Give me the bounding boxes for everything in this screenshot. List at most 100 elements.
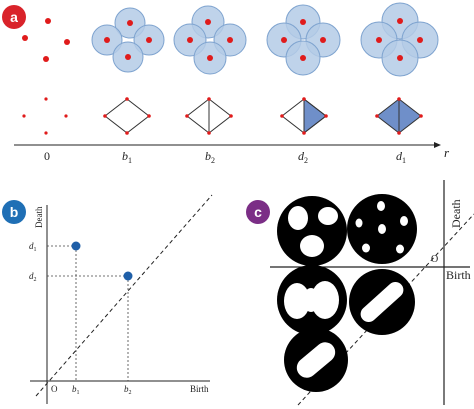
white-capsule [296,342,336,378]
point-cloud-point [320,37,326,43]
tick-sub: 1 [77,390,80,396]
stage-label-main: b [205,149,211,163]
death-axis-label: Death [34,206,44,228]
vertex [125,131,129,135]
birth-axis-label: Birth [190,384,209,394]
stage-d1-balls [360,2,439,77]
stage-label-b1: b1 [122,149,132,165]
white-hole [396,244,404,254]
stage-label-sub: 2 [211,156,215,165]
badge-b-letter: b [10,204,19,220]
stage-label-b2: b2 [205,149,215,165]
white-blob-part [284,283,310,319]
stage-label-0: 0 [44,149,50,163]
panel-a: a [2,2,450,165]
vertex [185,114,189,118]
point-cloud-point [376,37,382,43]
diagonal-line [35,194,213,397]
white-capsule [360,281,404,323]
vertex [280,114,284,118]
point-cloud-point [205,19,211,25]
badge-b [2,200,26,224]
white-hole [377,201,385,211]
vertex [324,114,328,118]
point-cloud-point [300,19,306,25]
stage-label-sub: 2 [304,156,308,165]
stage-d2-balls [266,4,341,76]
point-cloud-point [417,37,423,43]
vertex [302,97,306,101]
tick-sub: 2 [34,277,37,283]
tick-main: d [29,271,34,281]
stage-b1-balls [91,7,165,73]
panel-c: c Death Birth O [246,180,474,406]
death-axis-label: Death [449,199,463,228]
diagram-point-b2-d2 [123,271,133,281]
badge-a-letter: a [10,9,18,25]
stage-label-d2: d2 [298,149,308,165]
badge-a [2,5,26,29]
white-hole [288,206,308,230]
disc-long-capsule [349,269,415,335]
tick-main: b [72,384,77,394]
tick-main: d [29,241,34,251]
disc-capsule [284,328,348,392]
origin-label: O [431,254,438,265]
white-hole [378,224,386,234]
vertex [64,114,68,118]
vertex [229,114,233,118]
stage-label-d1: d1 [396,149,406,165]
point-cloud-point [187,37,193,43]
white-hole [355,218,363,228]
point-cloud-point [281,37,287,43]
y-tick-d1: d1 [29,241,37,253]
vertex [44,97,48,101]
point-cloud-point [127,20,133,26]
vertex [103,114,107,118]
point-cloud-point [300,55,306,61]
r-axis-label: r [444,145,450,160]
white-blob-part [311,281,339,319]
vertex [397,97,401,101]
stage-label-main: d [396,149,403,163]
cycle-edges [104,98,150,134]
point-cloud-point [397,18,403,24]
diagram-point-b1-d1 [71,241,81,251]
tick-sub: 2 [129,390,132,396]
white-hole [362,243,370,253]
birth-axis-label: Birth [446,268,471,282]
complex-0 [22,97,68,135]
vertex [22,114,26,118]
vertex [44,131,48,135]
disc-three-holes [277,196,347,266]
point-cloud-point [45,18,51,24]
point-cloud-point [22,35,28,41]
stage-label-sub: 1 [128,156,132,165]
panel-b: b Death Birth O d1 d2 b1 b2 [2,194,213,404]
vertex [419,114,423,118]
origin-label: O [51,384,58,394]
point-cloud-point [125,54,131,60]
point-cloud-point [397,55,403,61]
tick-sub: 1 [34,247,37,253]
vertex [302,131,306,135]
vertex [147,114,151,118]
white-hole [318,207,338,225]
x-tick-b2: b2 [124,384,132,396]
vertex [125,97,129,101]
white-hole [300,235,324,257]
badge-c [246,200,270,224]
point-cloud-point [146,37,152,43]
vertex [207,131,211,135]
point-cloud-point [43,56,49,62]
point-cloud-point [207,55,213,61]
white-hole [400,216,408,226]
badge-c-letter: c [254,204,262,220]
tick-main: b [124,384,129,394]
stage-b2-balls [173,5,247,75]
point-cloud-point [64,39,70,45]
stage-label-main: b [122,149,128,163]
stage-label-sub: 1 [402,156,406,165]
complex-b1 [103,97,151,135]
